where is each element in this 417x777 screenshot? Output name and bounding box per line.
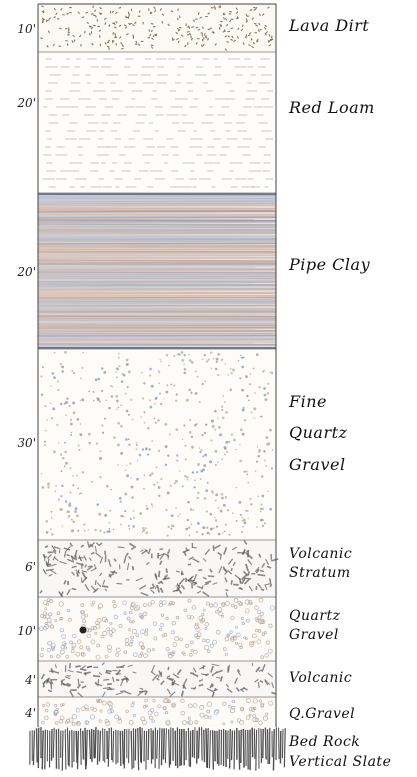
thickness-volcanic-stratum: 6' (25, 560, 36, 574)
label-volcanic-stratum-2: Stratum (289, 565, 351, 581)
stratum-volcanic (38, 660, 277, 699)
label-quartz-gravel-2: Gravel (289, 627, 339, 643)
label-bed-rock: Bed Rock (289, 734, 361, 750)
label-fine: Fine (289, 392, 327, 411)
thickness-quartz-gravel: 10' (17, 624, 36, 638)
stratum-fine-quartz-gravel (38, 348, 276, 540)
stratum-q-gravel (38, 696, 276, 727)
stratum-volcanic-stratum (38, 539, 279, 599)
stratum-bed-rock (28, 727, 286, 777)
label-volcanic: Volcanic (289, 670, 353, 686)
label-quartz: Quartz (289, 423, 348, 442)
stratum-red-loam (38, 51, 276, 193)
label-lava-dirt: Lava Dirt (289, 16, 370, 35)
thickness-volcanic: 4' (25, 673, 36, 687)
label-gravel: Gravel (289, 455, 346, 474)
thickness-lava-dirt: 10' (17, 22, 36, 36)
label-quartz-gravel-1: Quartz (289, 608, 341, 624)
label-red-loam: Red Loam (289, 98, 375, 117)
stratum-pipe-clay (37, 192, 277, 350)
stratum-quartz-gravel (38, 596, 276, 661)
thickness-pipe-clay: 20' (17, 265, 36, 279)
thickness-fine-quartz-gravel: 30' (17, 436, 36, 450)
stratum-lava-dirt (38, 4, 276, 52)
thickness-q-gravel: 4' (25, 706, 36, 720)
thickness-red-loam: 20' (17, 96, 36, 110)
label-volcanic-stratum-1: Volcanic (289, 546, 353, 562)
label-vertical-slate: Vertical Slate (289, 754, 392, 770)
label-pipe-clay: Pipe Clay (289, 255, 371, 274)
label-q-gravel: Q.Gravel (289, 706, 356, 722)
